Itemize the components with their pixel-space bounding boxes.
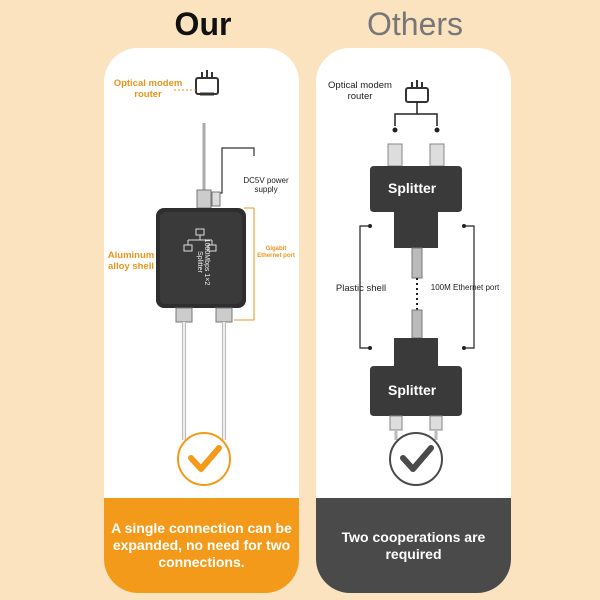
our-diagram — [156, 70, 255, 486]
splitter-top-label: Splitter — [388, 180, 437, 196]
plug-icon — [195, 70, 219, 96]
checkmark-icon — [389, 432, 443, 486]
checkmark-icon — [177, 432, 231, 486]
heading-our: Our — [174, 6, 232, 42]
shell-label: Aluminum alloy shell — [107, 250, 155, 272]
footer-others: Two cooperations are required — [316, 498, 511, 593]
our-card: Optical modem router DC5V power supply A… — [104, 48, 299, 593]
port-label: Gigabit Ethernet port — [257, 246, 295, 259]
network-icon — [183, 228, 217, 252]
others-diagram — [359, 80, 475, 486]
power-label: DC5V power supply — [243, 176, 289, 194]
device-text: 1000Mbps 1×2 Splitter — [196, 238, 210, 286]
plug-icon — [405, 80, 429, 103]
heading-others: Others — [366, 6, 464, 42]
ethernet-label: 100M Ethernet port — [430, 283, 500, 292]
modem-label: Optical modem router — [113, 78, 183, 100]
plastic-label: Plastic shell — [335, 283, 387, 294]
splitter-bottom-label: Splitter — [388, 382, 437, 398]
others-card: Optical modem router Splitter Splitter P… — [316, 48, 511, 593]
modem-label: Optical modem router — [328, 80, 392, 102]
footer-our: A single connection can be expanded, no … — [104, 498, 299, 593]
